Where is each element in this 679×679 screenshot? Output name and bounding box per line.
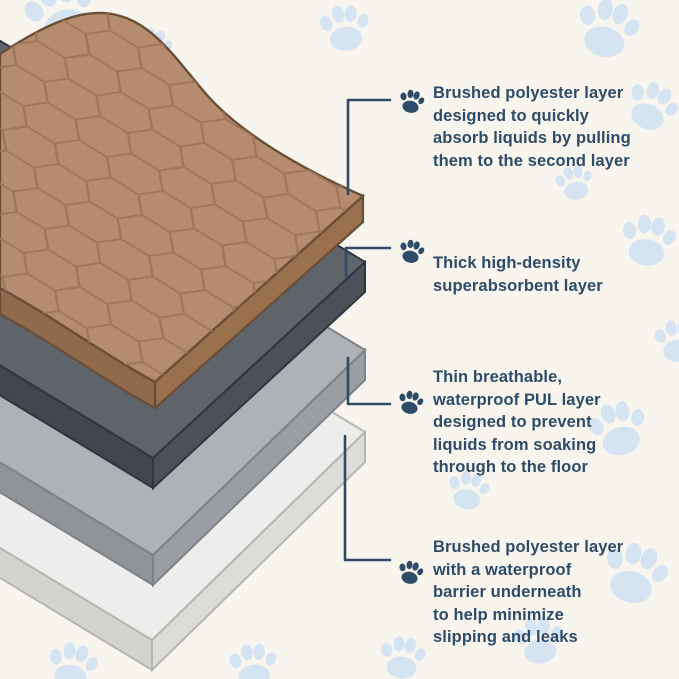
annotation-layer-4: Brushed polyester layer with a waterproo… [433, 514, 679, 671]
annotation-layer-4-text: Brushed polyester layer with a waterproo… [433, 538, 624, 647]
layer-1-quilt-pattern [0, 12, 363, 383]
leader-line-layer-4 [343, 434, 392, 562]
layer-4-front-face [0, 546, 153, 672]
annotation-layer-2: Thick high-density superabsorbent layer [433, 230, 679, 320]
leader-line-layer-3 [346, 356, 392, 406]
annotation-layer-3-text: Thin breathable, waterproof PUL layer de… [433, 368, 601, 477]
layer-2-front-face [0, 364, 154, 490]
annotation-layer-3: Thin breathable, waterproof PUL layer de… [433, 344, 679, 501]
layer-3-front-face [0, 461, 154, 587]
leader-line-layer-1 [346, 98, 392, 196]
layer-1-quilted-top [0, 11, 366, 411]
annotation-layer-2-text: Thick high-density superabsorbent layer [433, 254, 603, 295]
annotation-layer-1-text: Brushed polyester layer designed to quic… [433, 84, 631, 170]
annotation-layer-1: Brushed polyester layer designed to quic… [433, 60, 679, 195]
leader-line-layer-2 [344, 246, 392, 278]
